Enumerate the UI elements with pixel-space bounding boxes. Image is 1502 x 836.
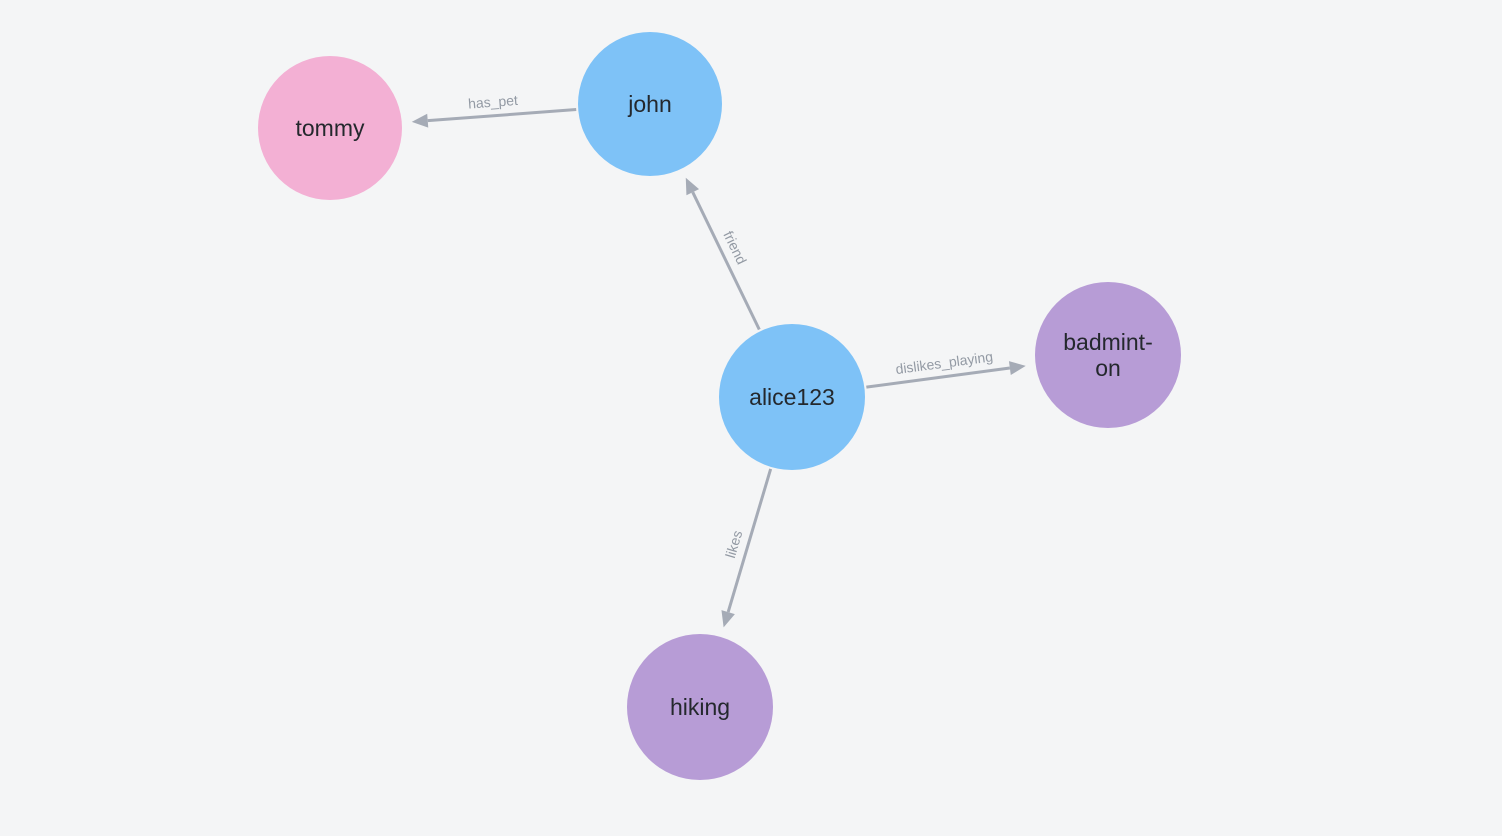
node-layer: tommy john alice123 badmint-on hiking: [258, 32, 1181, 780]
edge-line[interactable]: [427, 108, 577, 123]
edge-arrowhead-icon: [1008, 361, 1026, 375]
edge-arrowhead-icon: [411, 113, 429, 128]
node-alice123[interactable]: [719, 324, 865, 470]
edge-line[interactable]: [691, 191, 761, 331]
node-label-alice123: alice123: [749, 384, 835, 410]
node-label-hiking: hiking: [670, 694, 730, 720]
edge-label-has_pet[interactable]: has_pet: [467, 92, 518, 112]
node-group-badminton: badmint-on: [1035, 282, 1181, 428]
edge-arrowhead-icon: [685, 177, 700, 196]
node-group-alice123: alice123: [719, 324, 865, 470]
edge-line[interactable]: [866, 366, 1011, 389]
node-badminton[interactable]: [1035, 282, 1181, 428]
node-label-john: john: [627, 91, 671, 117]
edge-alice123-badminton: dislikes_playing: [866, 348, 1026, 389]
node-tommy[interactable]: [258, 56, 402, 200]
node-group-hiking: hiking: [627, 634, 773, 780]
edge-label-likes[interactable]: likes: [722, 528, 745, 559]
edge-alice123-john: friend: [685, 177, 761, 331]
edge-john-tommy: has_pet: [411, 92, 577, 128]
edge-line[interactable]: [726, 468, 773, 613]
node-group-tommy: tommy: [258, 56, 402, 200]
node-john[interactable]: [578, 32, 722, 176]
edge-arrowhead-icon: [721, 610, 735, 628]
edge-alice123-hiking: likes: [721, 468, 773, 628]
node-label-tommy: tommy: [296, 115, 366, 141]
node-group-john: john: [578, 32, 722, 176]
node-label-badminton: badmint-on: [1063, 329, 1152, 381]
node-hiking[interactable]: [627, 634, 773, 780]
